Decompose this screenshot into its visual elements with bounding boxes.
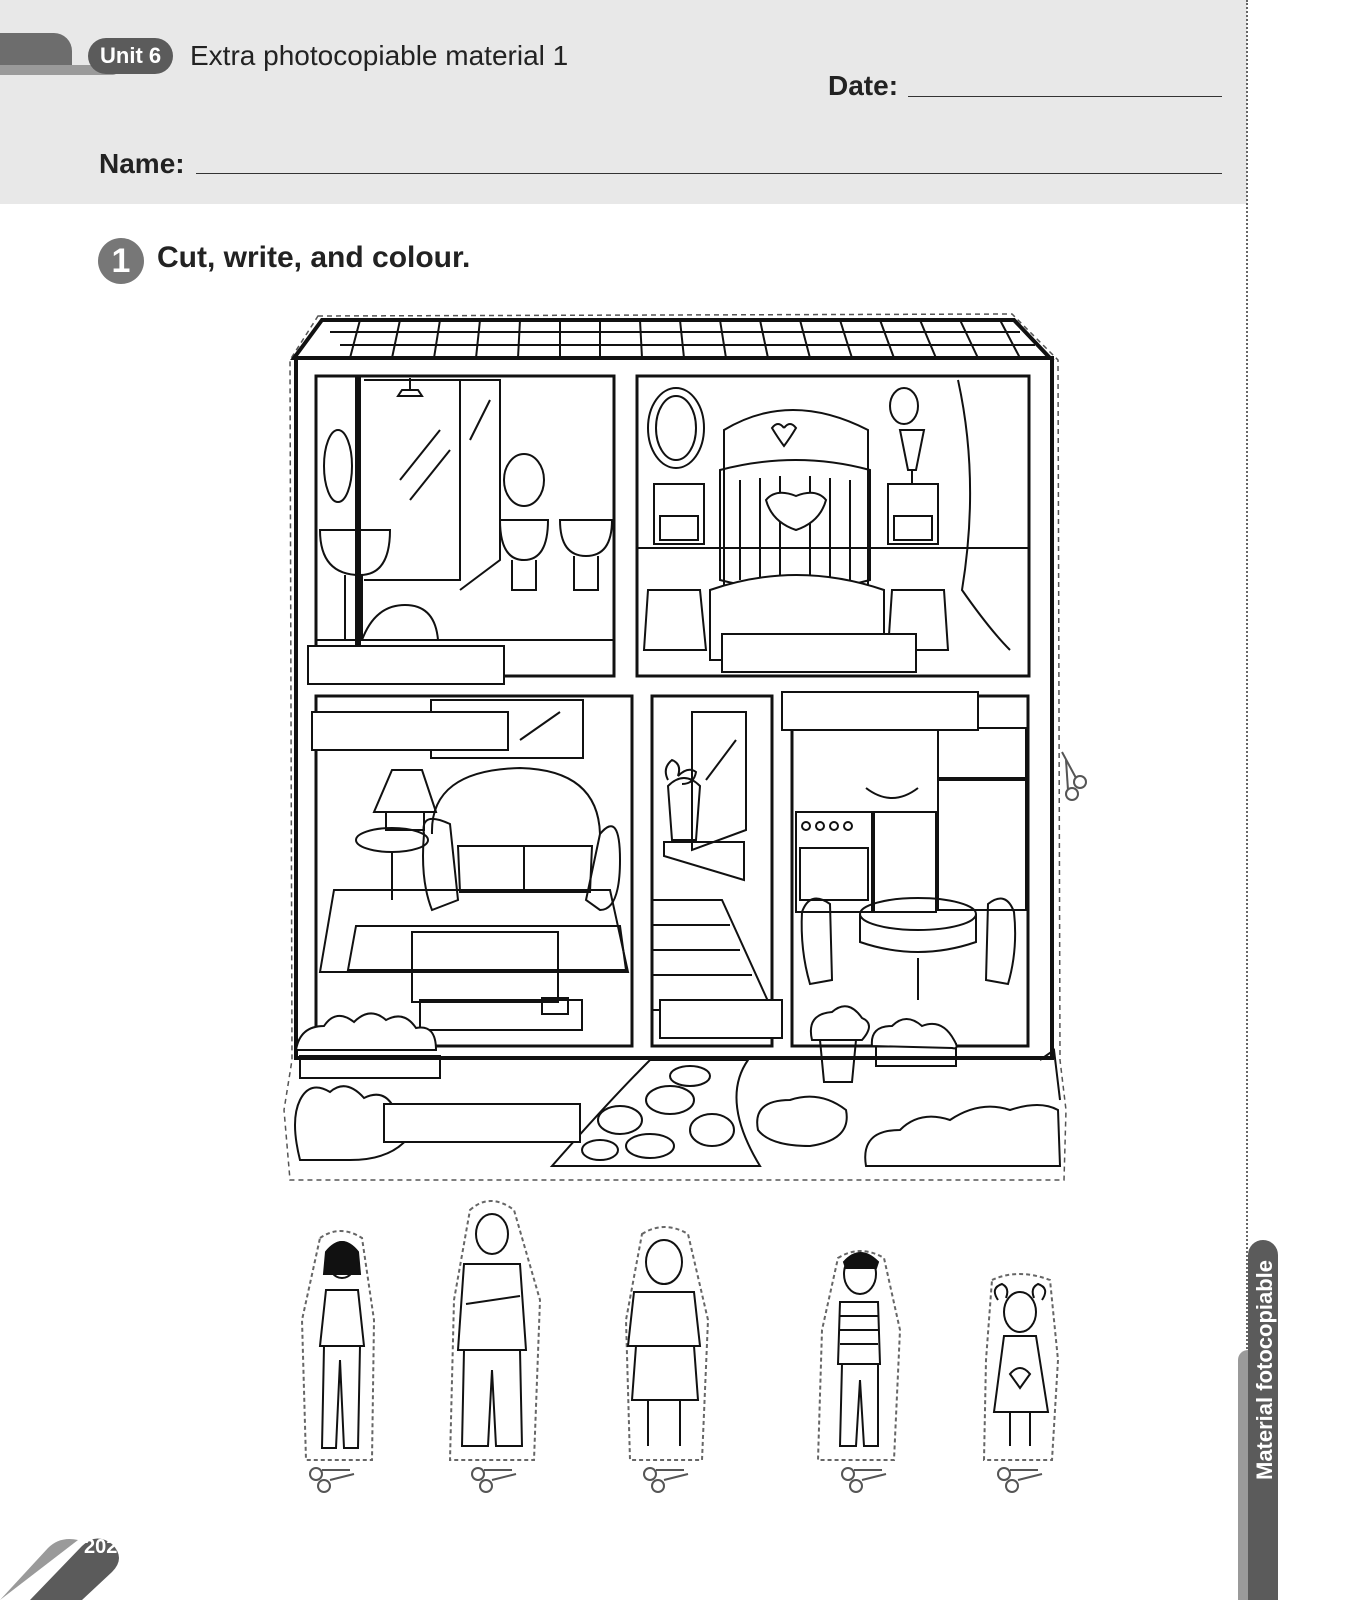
page-number: 202 [84, 1536, 118, 1558]
exercise-number-badge: 1 [98, 238, 144, 284]
person-mother [300, 1230, 376, 1461]
bedroom-label-box [721, 633, 917, 673]
name-field-line[interactable] [196, 173, 1222, 174]
scissors-icon [643, 1467, 689, 1493]
worksheet-title: Extra photocopiable material 1 [190, 40, 569, 71]
person-grandmother [624, 1226, 710, 1461]
scissors-icon [1061, 751, 1087, 801]
scissors-icon [841, 1467, 887, 1493]
scissors-icon [471, 1467, 517, 1493]
side-tab [1238, 1240, 1286, 1600]
person-father [448, 1200, 542, 1461]
unit-label: Unit 6 [88, 38, 174, 74]
person-girl [982, 1273, 1060, 1461]
page-number-corner [0, 1538, 119, 1600]
page-cut-line [1246, 0, 1248, 1600]
hall-label-box [659, 999, 783, 1039]
scissors-icon [309, 1467, 355, 1493]
bathroom-label-box [307, 645, 505, 685]
person-boy [816, 1250, 902, 1461]
scissors-icon [997, 1467, 1043, 1493]
house-cut-outline [283, 313, 1067, 1181]
name-label: Name: [99, 148, 185, 179]
date-field-line[interactable] [908, 96, 1222, 97]
living-room-label-box [311, 711, 509, 751]
side-tab-label: Material fotocopiable [1252, 1259, 1277, 1480]
date-label: Date: [828, 70, 899, 101]
garden-label-box [383, 1103, 581, 1143]
garden [294, 1005, 1062, 1167]
bathroom-room [314, 374, 616, 678]
exercise-instruction: Cut, write, and colour. [157, 241, 471, 274]
worksheet-header: Unit 6 Extra photocopiable material 1 Da… [0, 0, 1247, 204]
roof [290, 318, 1055, 360]
unit-tab-decoration [0, 33, 178, 75]
living-room [314, 694, 634, 1048]
kitchen-label-box [781, 691, 979, 731]
